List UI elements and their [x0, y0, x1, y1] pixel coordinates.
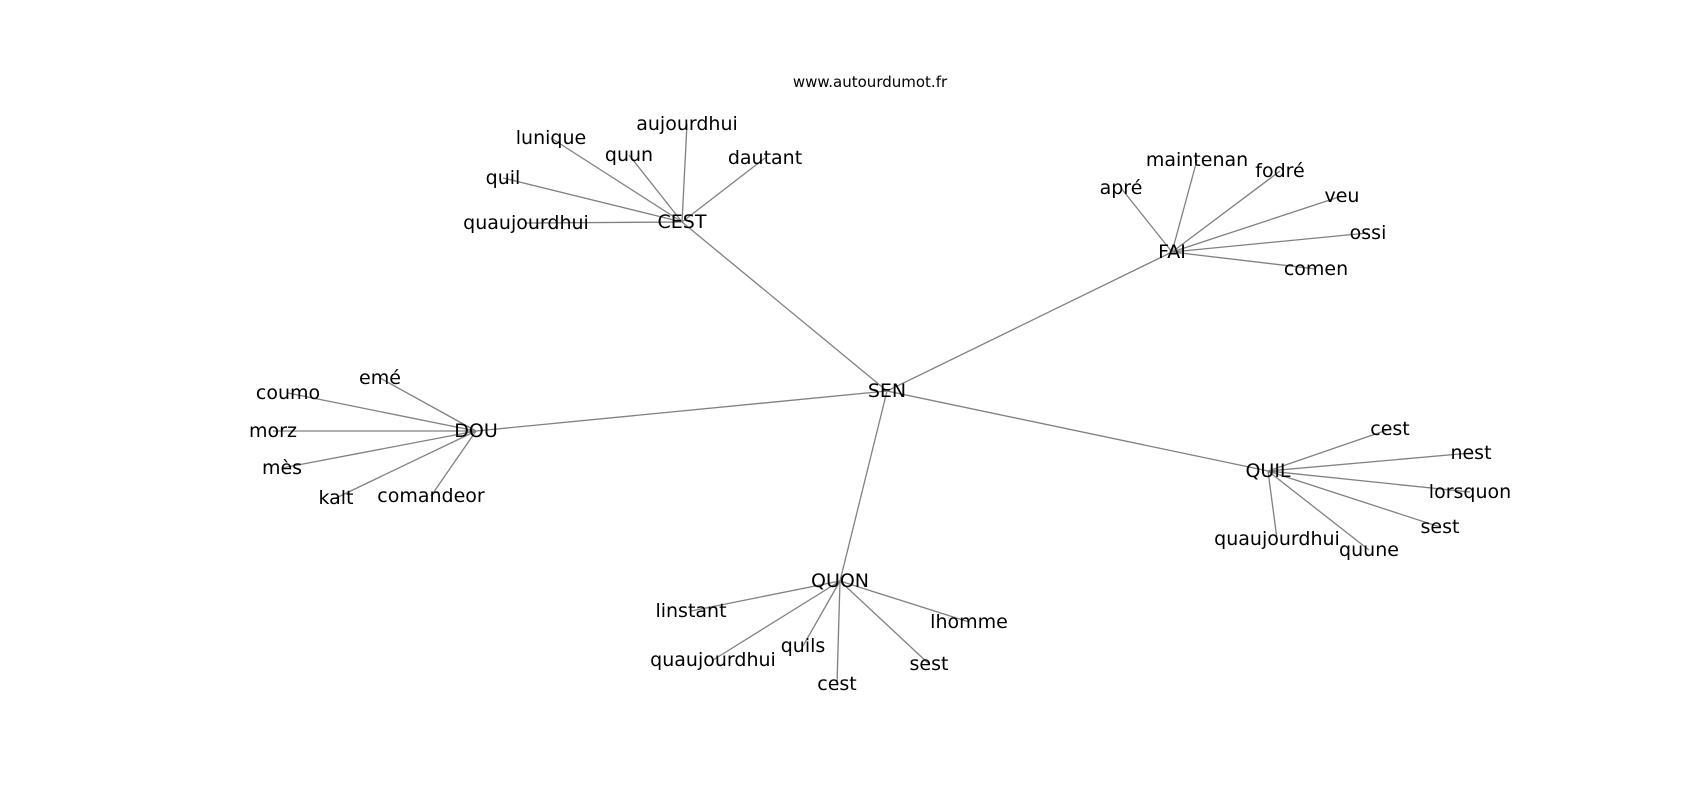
word-node-label: linstant [655, 600, 726, 622]
edge-center-hub [839, 390, 888, 582]
edge-center-hub [886, 251, 1173, 392]
hub-node-label: CEST [658, 211, 707, 233]
word-node-label: emé [359, 367, 401, 389]
edge-hub-word [287, 392, 477, 432]
word-node-label: lunique [516, 127, 586, 149]
hub-node-label: FAI [1158, 241, 1186, 263]
edge-hub-word [525, 221, 683, 224]
word-node-label: kalt [318, 487, 353, 509]
word-node-label: quun [605, 144, 653, 166]
edge-hub-word [1171, 232, 1369, 253]
edge-hub-word [502, 177, 683, 223]
edge-hub-word [1120, 187, 1173, 253]
edge-center-hub [886, 390, 1269, 472]
word-node-label: quaujourdhui [650, 649, 776, 671]
word-node-label: cest [1370, 418, 1409, 440]
word-node-label: ossi [1350, 222, 1387, 244]
word-node-label: quaujourdhui [1214, 528, 1340, 550]
edge-hub-word [712, 580, 841, 661]
word-node-label: aujourdhui [636, 113, 738, 135]
edge-hub-word [1171, 251, 1317, 270]
edge-hub-word [335, 430, 477, 499]
hub-node-label: DOU [454, 420, 498, 442]
hub-node-label: QUON [811, 570, 869, 592]
edge-hub-word [1267, 470, 1278, 540]
edge-hub-word [802, 580, 841, 647]
word-node-label: veu [1325, 185, 1360, 207]
word-node-label: fodré [1255, 160, 1304, 182]
edge-hub-word [1267, 470, 1471, 493]
word-node-label: comen [1284, 258, 1348, 280]
edge-hub-word [628, 154, 683, 223]
word-node-label: mès [262, 457, 302, 479]
edge-hub-word [1267, 428, 1391, 472]
word-node-label: dautant [728, 147, 802, 169]
edge-hub-word [430, 430, 477, 497]
word-node-label: maintenan [1146, 149, 1248, 171]
edge-hub-word [681, 123, 688, 223]
edge-hub-word [1171, 170, 1281, 253]
word-node-label: quaujourdhui [463, 212, 589, 234]
edge-center-hub [475, 390, 888, 432]
edge-hub-word [681, 157, 766, 223]
edge-hub-word [281, 430, 477, 469]
edge-hub-word [550, 137, 683, 223]
edge-hub-word [1267, 470, 1441, 528]
edge-hub-word [1267, 470, 1370, 551]
edge-hub-word [690, 580, 841, 612]
hub-node-label: QUIL [1245, 460, 1290, 482]
word-node-label: sest [910, 653, 949, 675]
edge-hub-word [1171, 159, 1198, 253]
word-node-label: lhomme [930, 611, 1008, 633]
word-node-label: apré [1100, 177, 1143, 199]
graph-labels: SEN CEST aujourdhui lunique quun dautant quil q… [249, 113, 1511, 695]
word-node-label: nest [1450, 442, 1491, 464]
word-node-label: quils [781, 635, 826, 657]
edge-hub-word [1267, 452, 1472, 472]
word-node-label: morz [249, 420, 297, 442]
word-node-label: cest [817, 673, 856, 695]
word-node-label: quune [1339, 539, 1399, 561]
word-node-label: comandeor [377, 485, 485, 507]
edge-hub-word [1171, 195, 1343, 253]
word-node-label: sest [1421, 516, 1460, 538]
source-watermark: www.autourdumot.fr [793, 73, 948, 91]
edge-center-hub [681, 221, 888, 392]
edge-hub-word [839, 580, 930, 665]
word-node-label: coumo [256, 382, 320, 404]
word-node-label: lorsquon [1429, 481, 1511, 503]
edge-hub-word [379, 377, 477, 432]
word-node-label: quil [486, 167, 521, 189]
graph-edges [273, 123, 1472, 685]
edge-hub-word [839, 580, 970, 623]
center-node-label: SEN [868, 380, 906, 402]
edge-hub-word [836, 580, 841, 685]
